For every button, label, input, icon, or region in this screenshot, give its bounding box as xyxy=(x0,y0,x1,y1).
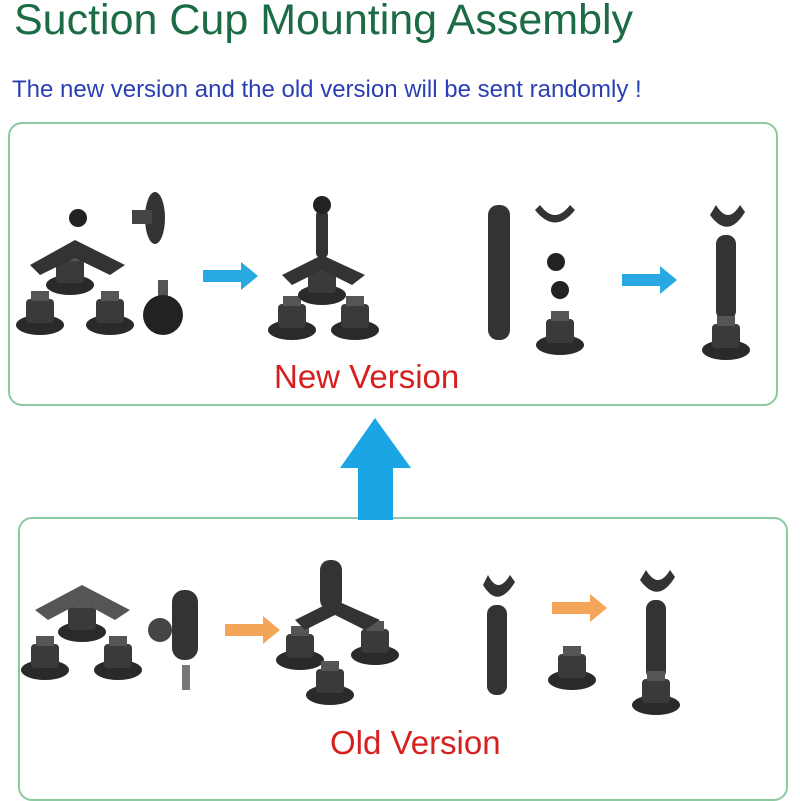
old-version-label: Old Version xyxy=(330,724,501,761)
old-clamp-arm-assembled xyxy=(632,570,680,715)
clamp-arm-assembled xyxy=(702,205,750,360)
old-clamp-arm-parts xyxy=(483,575,596,695)
right-arrow-icon xyxy=(622,266,677,294)
triple-suction-base-parts xyxy=(16,192,183,335)
new-version-panel xyxy=(8,122,778,406)
old-triple-suction-parts xyxy=(21,585,198,690)
old-triple-suction-assembled xyxy=(276,560,399,705)
upgrade-up-arrow-icon xyxy=(340,418,411,520)
triple-suction-assembled xyxy=(268,196,379,340)
page-title: Suction Cup Mounting Assembly xyxy=(14,0,634,44)
right-arrow-icon xyxy=(552,594,607,622)
new-version-label: New Version xyxy=(274,358,460,395)
right-arrow-icon xyxy=(203,262,258,290)
right-arrow-icon xyxy=(225,616,280,644)
subtitle-notice: The new version and the old version will… xyxy=(12,76,642,103)
clamp-arm-parts xyxy=(488,205,584,355)
